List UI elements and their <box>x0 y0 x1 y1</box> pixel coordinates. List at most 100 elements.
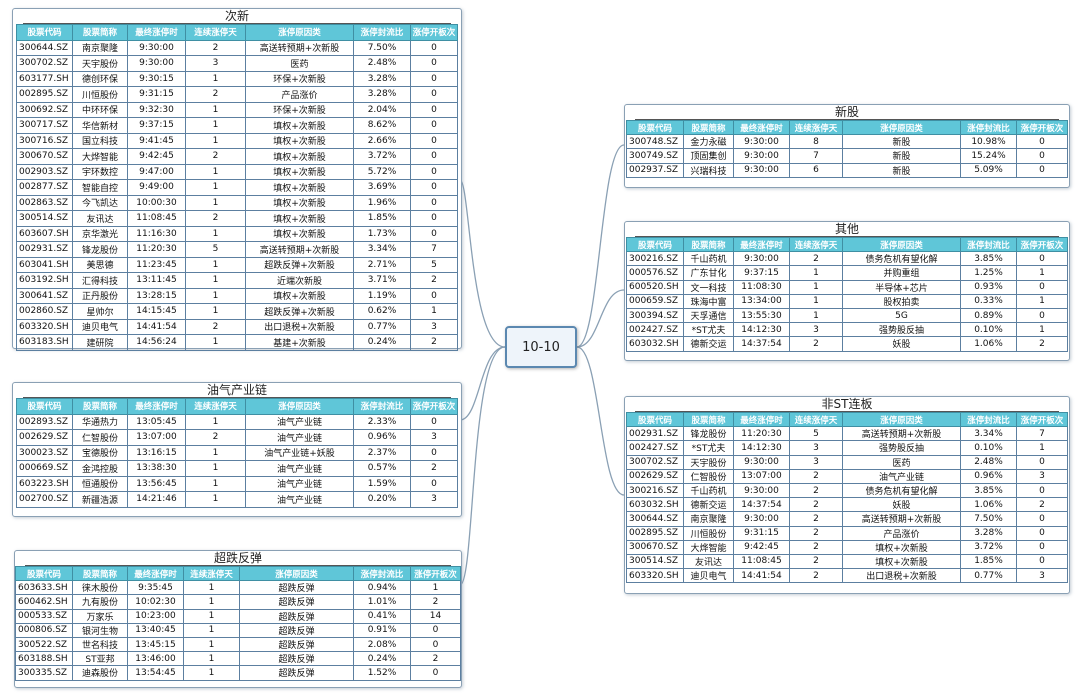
column-header-code: 股票代码 <box>626 236 684 253</box>
cell-name: 兴瑞科技 <box>683 162 734 178</box>
cell-time: 9:41:45 <box>127 132 186 149</box>
cell-reason: 并购重组 <box>842 265 961 281</box>
cell-code: 002937.SZ <box>626 162 684 178</box>
cell-time: 9:30:00 <box>127 55 186 72</box>
cell-opens: 0 <box>1016 251 1068 267</box>
cell-opens: 0 <box>410 210 458 227</box>
center-node[interactable]: 10-10 <box>505 326 577 368</box>
panel-title: 其他 <box>635 222 1059 237</box>
cell-reason: 股权拍卖 <box>842 293 961 309</box>
cell-ratio: 1.19% <box>353 287 411 304</box>
cell-code: 002629.SZ <box>626 468 684 484</box>
cell-opens: 5 <box>410 256 458 273</box>
column-header-time: 最终涨停时 <box>733 236 790 253</box>
cell-opens: 0 <box>1016 148 1068 164</box>
cell-code: 300216.SZ <box>626 482 684 499</box>
cell-reason: 填权+次新股 <box>842 539 961 555</box>
cell-name: 万家乐 <box>72 608 128 624</box>
cell-days: 1 <box>183 580 240 596</box>
cell-name: 大烨智能 <box>72 148 128 165</box>
cell-code: 002895.SZ <box>626 525 684 541</box>
cell-days: 3 <box>789 322 843 338</box>
cell-ratio: 2.66% <box>353 132 411 149</box>
cell-days: 1 <box>185 225 246 242</box>
cell-opens: 0 <box>410 163 458 180</box>
cell-time: 13:45:15 <box>127 636 184 653</box>
cell-code: 603320.SH <box>16 318 73 335</box>
cell-ratio: 0.10% <box>960 440 1017 456</box>
cell-name: 智能自控 <box>72 179 128 196</box>
cell-reason: 填权+次新股 <box>245 163 354 180</box>
cell-days: 1 <box>185 256 246 273</box>
cell-opens: 0 <box>1016 307 1068 324</box>
cell-opens: 0 <box>410 665 461 681</box>
cell-days: 1 <box>183 665 240 681</box>
cell-time: 9:42:45 <box>127 148 186 165</box>
cell-name: 徕木股份 <box>72 580 128 596</box>
cell-name: 华通热力 <box>72 413 128 430</box>
cell-days: 1 <box>185 303 246 320</box>
cell-opens: 0 <box>410 622 461 638</box>
cell-opens: 2 <box>410 594 461 610</box>
cell-code: 600462.SH <box>15 594 73 610</box>
cell-opens: 2 <box>410 334 458 351</box>
cell-ratio: 2.71% <box>353 256 411 273</box>
connector-chaodie <box>459 346 506 586</box>
cell-time: 9:31:15 <box>733 525 790 541</box>
cell-reason: 油气产业链 <box>245 491 354 508</box>
cell-code: 002893.SZ <box>16 413 73 430</box>
connector-youqi <box>459 346 506 421</box>
column-header-reason: 涨停原因类 <box>842 119 961 136</box>
cell-reason: 超跌反弹 <box>239 651 354 667</box>
cell-days: 3 <box>185 55 246 72</box>
cell-reason: 产品涨价 <box>842 525 961 541</box>
cell-days: 3 <box>789 454 843 470</box>
cell-time: 10:23:00 <box>127 608 184 624</box>
cell-reason: 高送转预期+次新股 <box>245 241 354 258</box>
cell-opens: 0 <box>410 413 458 430</box>
cell-opens: 3 <box>410 491 458 508</box>
cell-days: 1 <box>183 608 240 624</box>
cell-reason: 债务危机有望化解 <box>842 482 961 499</box>
column-header-opens: 涨停开板次 <box>1016 119 1068 136</box>
cell-ratio: 0.96% <box>960 468 1017 484</box>
cell-days: 1 <box>789 265 843 281</box>
cell-days: 1 <box>185 179 246 196</box>
cell-opens: 0 <box>410 55 458 72</box>
cell-reason: 油气产业链+妖股 <box>245 444 354 461</box>
cell-ratio: 1.96% <box>353 194 411 211</box>
cell-opens: 1 <box>1016 293 1068 309</box>
cell-ratio: 10.98% <box>960 134 1017 150</box>
column-header-opens: 涨停开板次 <box>410 398 458 415</box>
cell-reason: 超跌反弹 <box>239 665 354 681</box>
cell-ratio: 3.69% <box>353 179 411 196</box>
cell-reason: 新股 <box>842 162 961 178</box>
cell-opens: 0 <box>1016 134 1068 150</box>
cell-code: 002860.SZ <box>16 303 73 320</box>
column-header-code: 股票代码 <box>626 411 684 428</box>
cell-opens: 0 <box>1016 511 1068 527</box>
cell-reason: 妖股 <box>842 336 961 352</box>
cell-name: ST亚邦 <box>72 651 128 667</box>
column-header-days: 连续涨停天 <box>789 411 843 428</box>
cell-code: 300216.SZ <box>626 251 684 267</box>
cell-days: 2 <box>789 251 843 267</box>
cell-ratio: 1.06% <box>960 336 1017 352</box>
cell-time: 9:30:15 <box>127 70 186 87</box>
cell-time: 11:08:45 <box>733 553 790 570</box>
